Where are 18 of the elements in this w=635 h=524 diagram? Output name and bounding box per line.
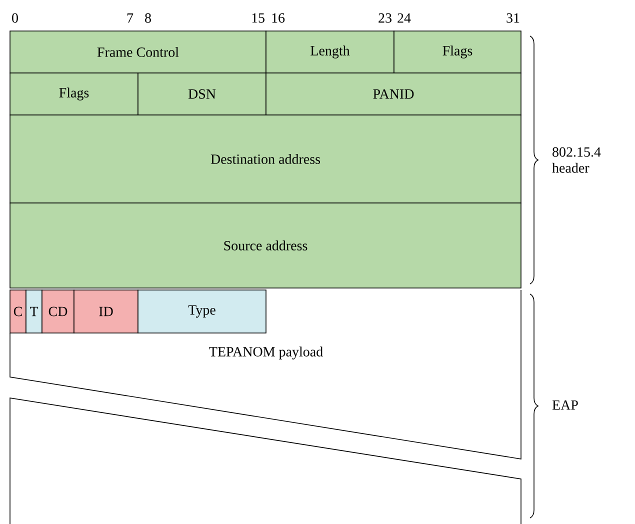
field-cell: Type [138,290,266,334]
field-cell: Flags [10,72,138,116]
field-cell: C [10,290,26,334]
bit-number: 23 [378,13,392,23]
bit-number: 15 [252,13,264,23]
brace-label: 802.15.4 header [552,147,601,173]
field-cell: CD [42,290,74,334]
field-cell: DSN [138,72,266,116]
field-cell: Frame Control [10,30,266,74]
field-cell: Flags [394,30,522,74]
field-cell: Length [266,30,394,74]
field-cell: T [26,290,42,334]
field-cell: Source address [10,202,522,288]
field-cell: ID [74,290,138,334]
brace-label: EAP [552,400,578,410]
bit-number: 16 [272,13,285,23]
bit-number: 24 [398,13,411,23]
payload-label: TEPANOM payload [209,346,323,360]
